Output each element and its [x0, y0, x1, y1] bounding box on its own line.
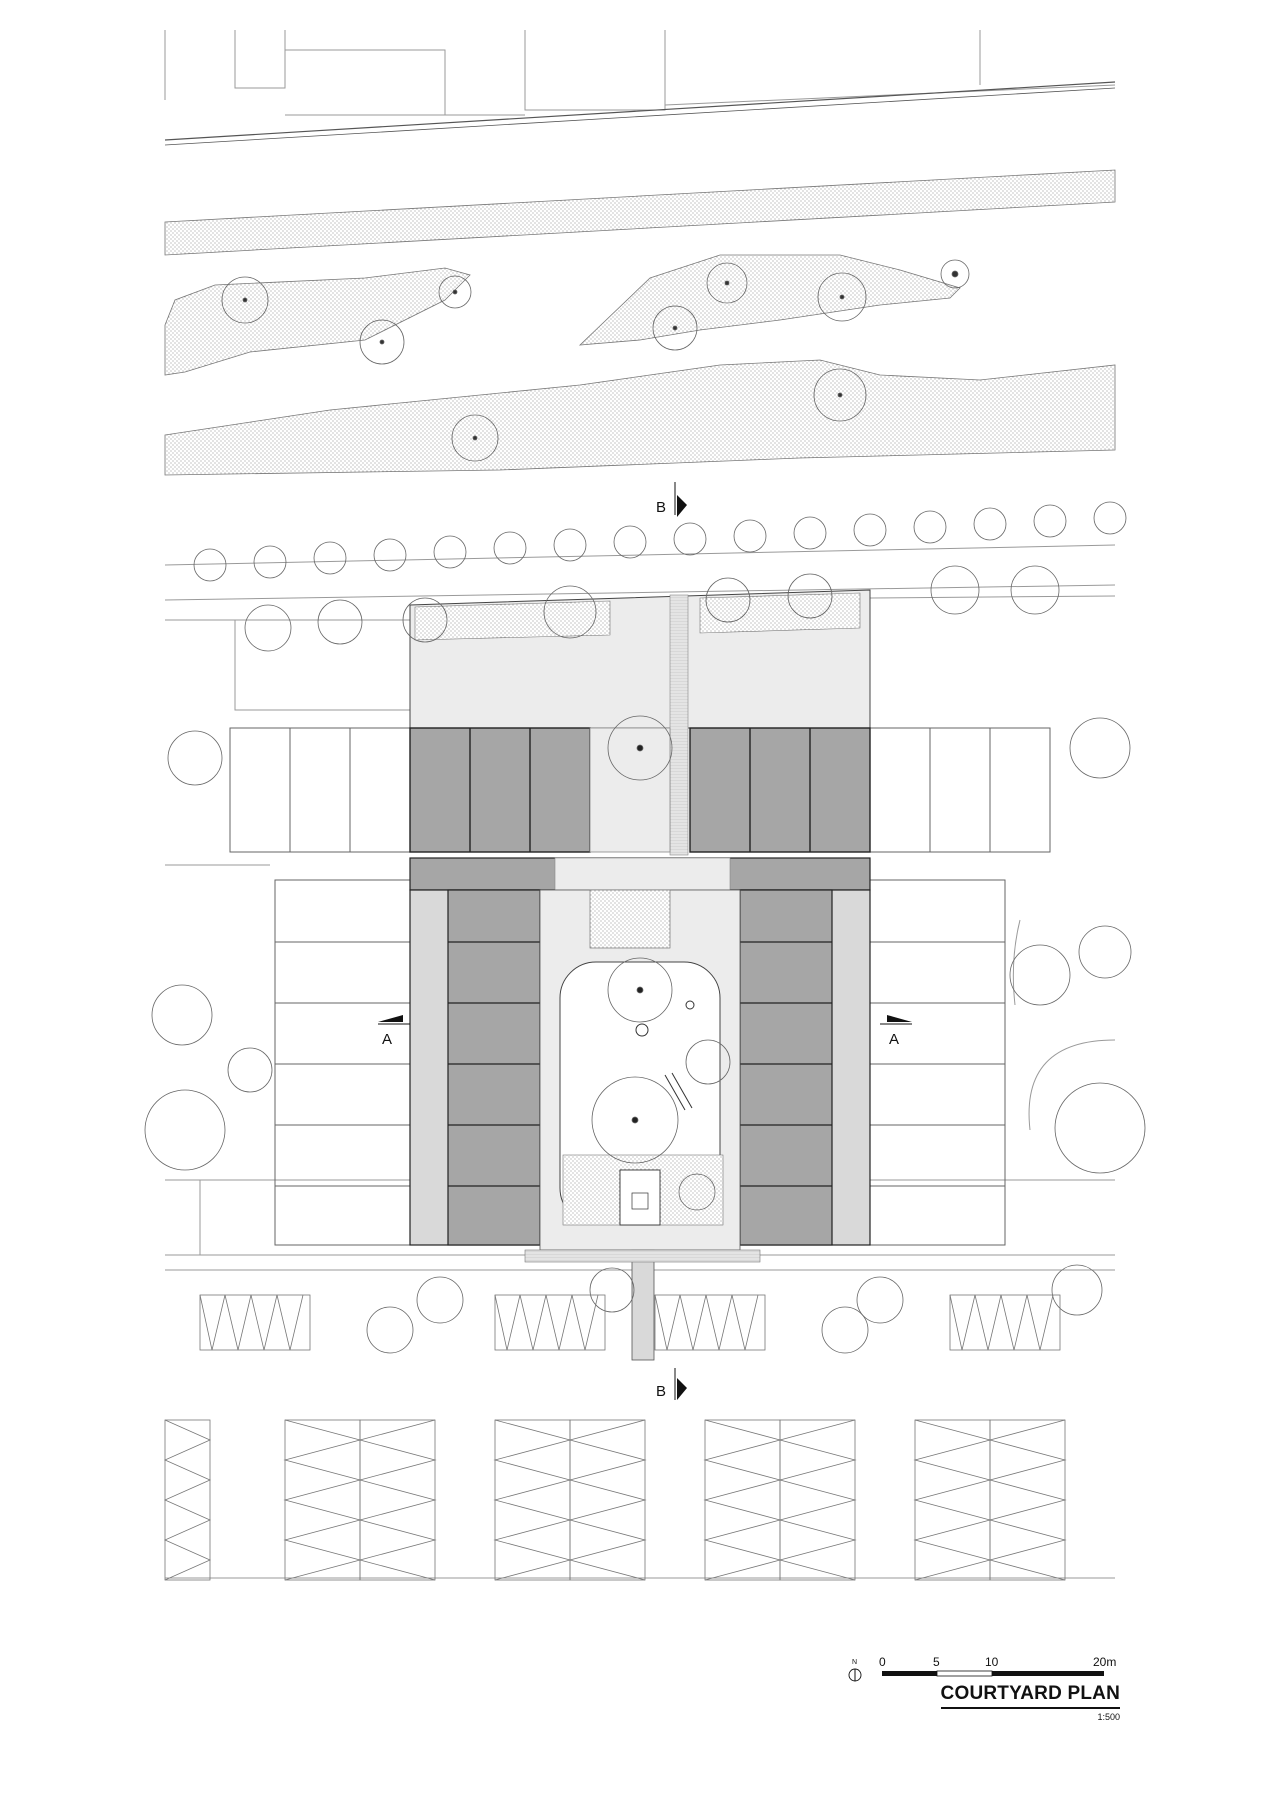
- section-marker-a-west: A: [378, 1015, 410, 1048]
- svg-text:A: A: [889, 1031, 899, 1048]
- north-arrow-icon: N: [848, 1659, 862, 1682]
- central-courtyard: [539, 889, 741, 1251]
- south-entrance-path: [524, 1249, 761, 1361]
- scale-label: 10: [985, 1655, 999, 1669]
- tree-icon: [940, 259, 970, 289]
- tree-icon: [451, 414, 499, 462]
- plan-scale: 1:500: [1097, 1712, 1120, 1722]
- south-parking-lots: [164, 1419, 1067, 1581]
- plan-title: COURTYARD PLAN: [940, 1683, 1120, 1709]
- section-marker-a-east: A: [880, 1015, 912, 1048]
- section-marker-b-south: B: [656, 1368, 687, 1400]
- section-arrow-icon: [887, 1015, 912, 1022]
- side-parking-right: [869, 727, 1051, 1246]
- planting-strips: [164, 169, 1116, 476]
- section-arrow-icon: [677, 495, 687, 517]
- section-arrow-icon: [378, 1015, 403, 1022]
- north-housing-blocks: [409, 727, 871, 853]
- svg-text:A: A: [382, 1031, 392, 1048]
- scale-label: 5: [933, 1655, 940, 1669]
- east-wing: [739, 889, 871, 1246]
- tree-icon: [813, 368, 867, 422]
- scale-label: 0: [879, 1655, 886, 1669]
- tree-icon: [706, 262, 748, 304]
- tree-icon: [221, 276, 269, 324]
- west-wing: [409, 889, 541, 1246]
- covered-walkway: [409, 857, 871, 891]
- section-marker-b-north: B: [656, 482, 687, 517]
- tree-icon: [359, 319, 405, 365]
- road-edges: [164, 81, 1116, 146]
- side-parking-left: [229, 727, 411, 1246]
- svg-text:B: B: [656, 499, 666, 516]
- svg-text:B: B: [656, 1383, 666, 1400]
- scale-label: 20m: [1093, 1655, 1116, 1669]
- street-tree-row: [193, 501, 1127, 582]
- tree-icon: [652, 305, 698, 351]
- title-block: COURTYARD PLAN 1:500: [920, 1683, 1120, 1722]
- scale-bar: 0 5 10 20m: [879, 1655, 1116, 1677]
- context-buildings: [164, 30, 1116, 116]
- forecourt: [409, 589, 871, 856]
- tree-icon: [438, 275, 472, 309]
- section-arrow-icon: [677, 1378, 687, 1400]
- trees: [144, 259, 1146, 1354]
- svg-text:N: N: [852, 1659, 857, 1666]
- tree-icon: [817, 272, 867, 322]
- south-parking-row-1: [199, 1294, 1061, 1351]
